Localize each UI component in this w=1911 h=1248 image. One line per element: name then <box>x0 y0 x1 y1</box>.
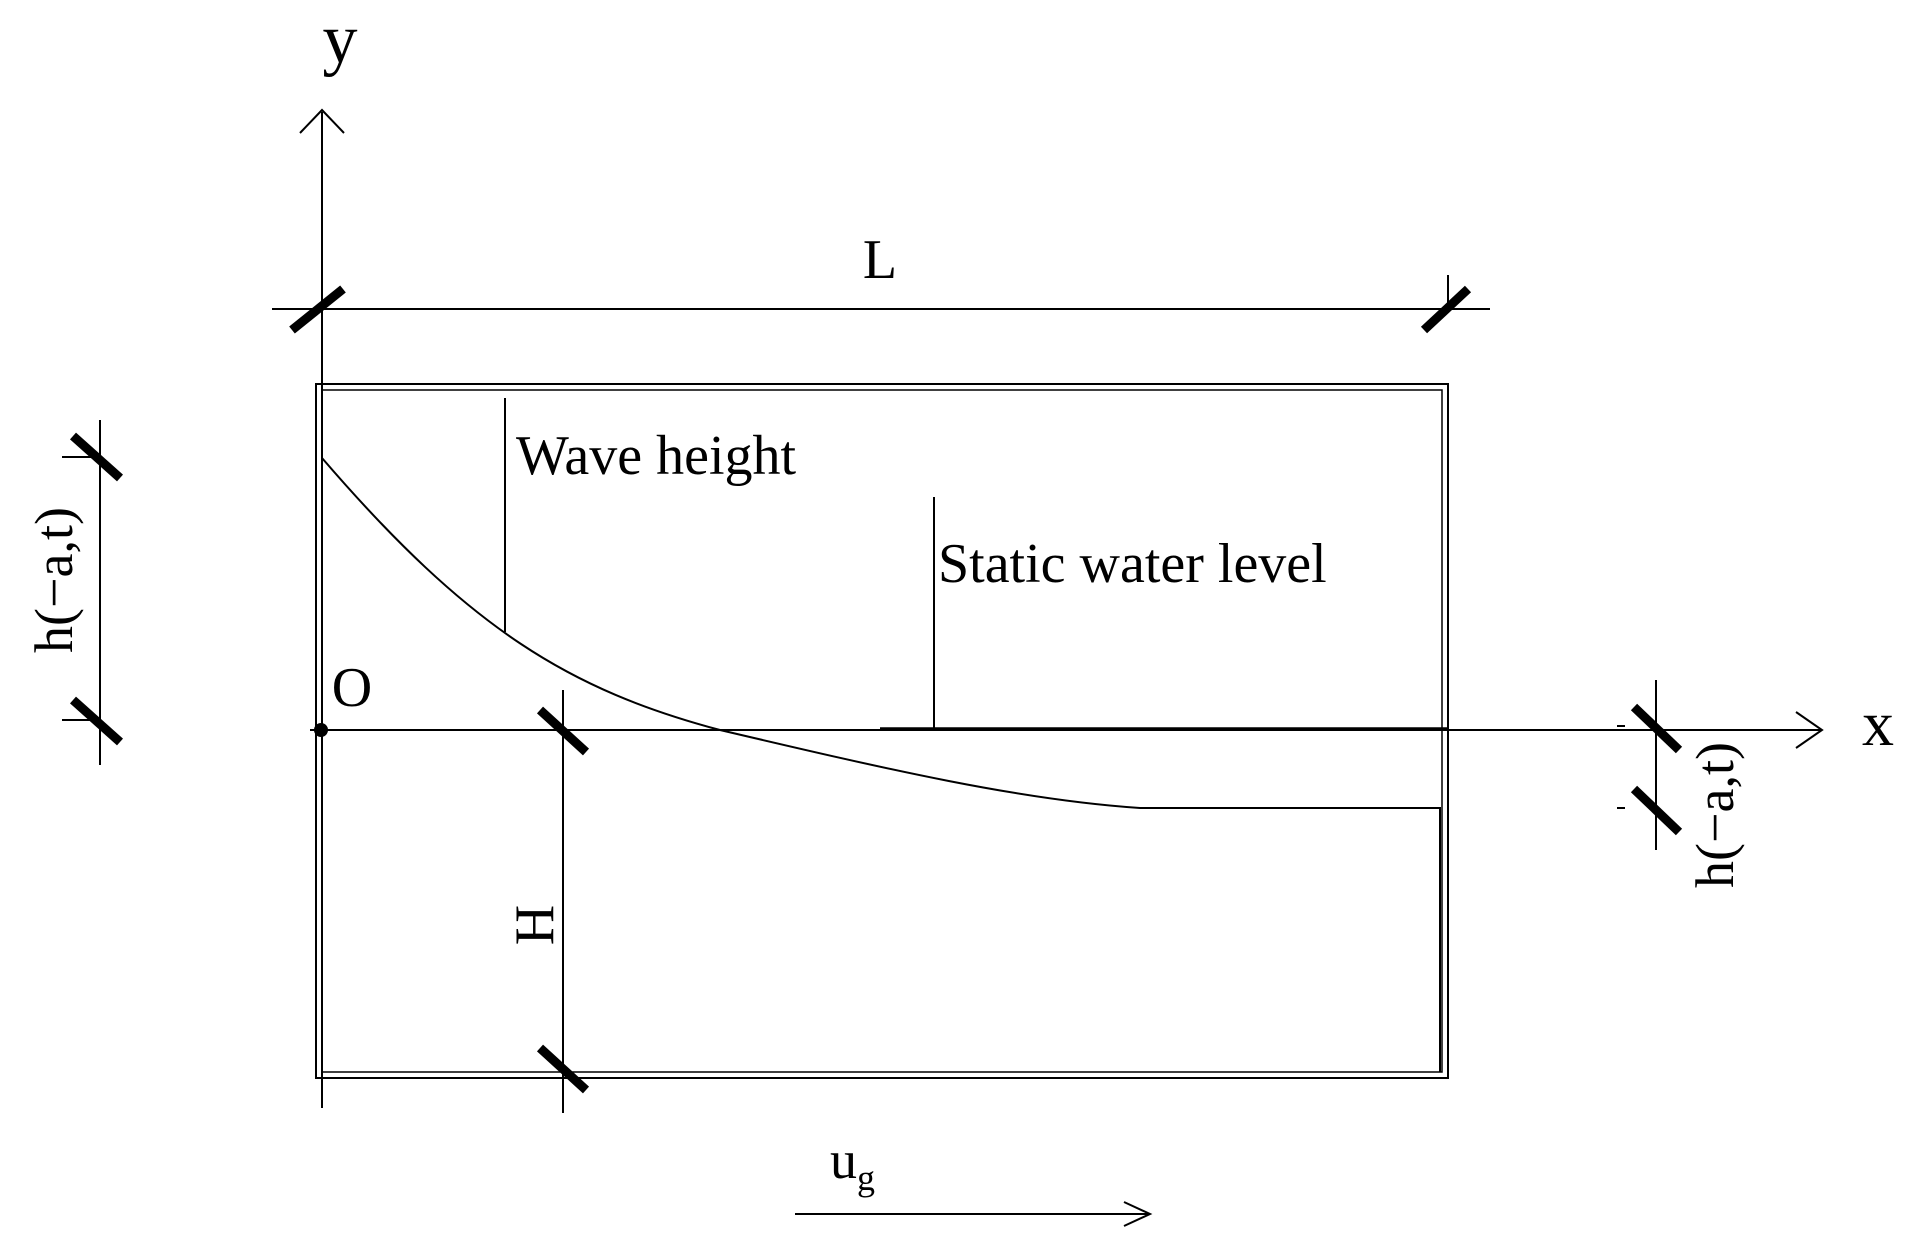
left-h-label: h(−a,t) <box>24 507 84 653</box>
x-axis-arrowhead <box>1795 711 1824 749</box>
depth-tick-bottom <box>536 1044 590 1094</box>
x-axis-label: x <box>1862 688 1894 759</box>
wave-height-label: Wave height <box>516 425 796 487</box>
right-h-label: h(−a,t) <box>1685 742 1745 888</box>
y-axis-arrowhead <box>299 108 345 134</box>
water-surface-curve <box>321 457 1441 1072</box>
left-h-tick-bottom <box>70 696 123 746</box>
right-h-tick-top <box>1630 703 1683 754</box>
tank-outline <box>315 383 1449 1079</box>
origin-label: O <box>332 657 372 719</box>
velocity-label-subscript: g <box>857 1158 875 1198</box>
y-axis-label: y <box>323 1 358 78</box>
depth-tick-top <box>536 706 590 756</box>
left-h-tick-top <box>70 432 123 482</box>
velocity-label-main: u <box>830 1130 857 1190</box>
length-label: L <box>863 229 897 291</box>
right-h-tick-bottom <box>1630 785 1683 836</box>
depth-label: H <box>504 905 566 945</box>
static-level-label: Static water level <box>938 533 1327 595</box>
length-tick-right <box>1420 285 1472 334</box>
origin-point <box>314 723 328 737</box>
length-tick-left <box>289 285 346 334</box>
velocity-label: ug <box>830 1130 875 1198</box>
velocity-arrowhead <box>1123 1201 1153 1227</box>
tank-inner-outline <box>321 389 1443 1073</box>
